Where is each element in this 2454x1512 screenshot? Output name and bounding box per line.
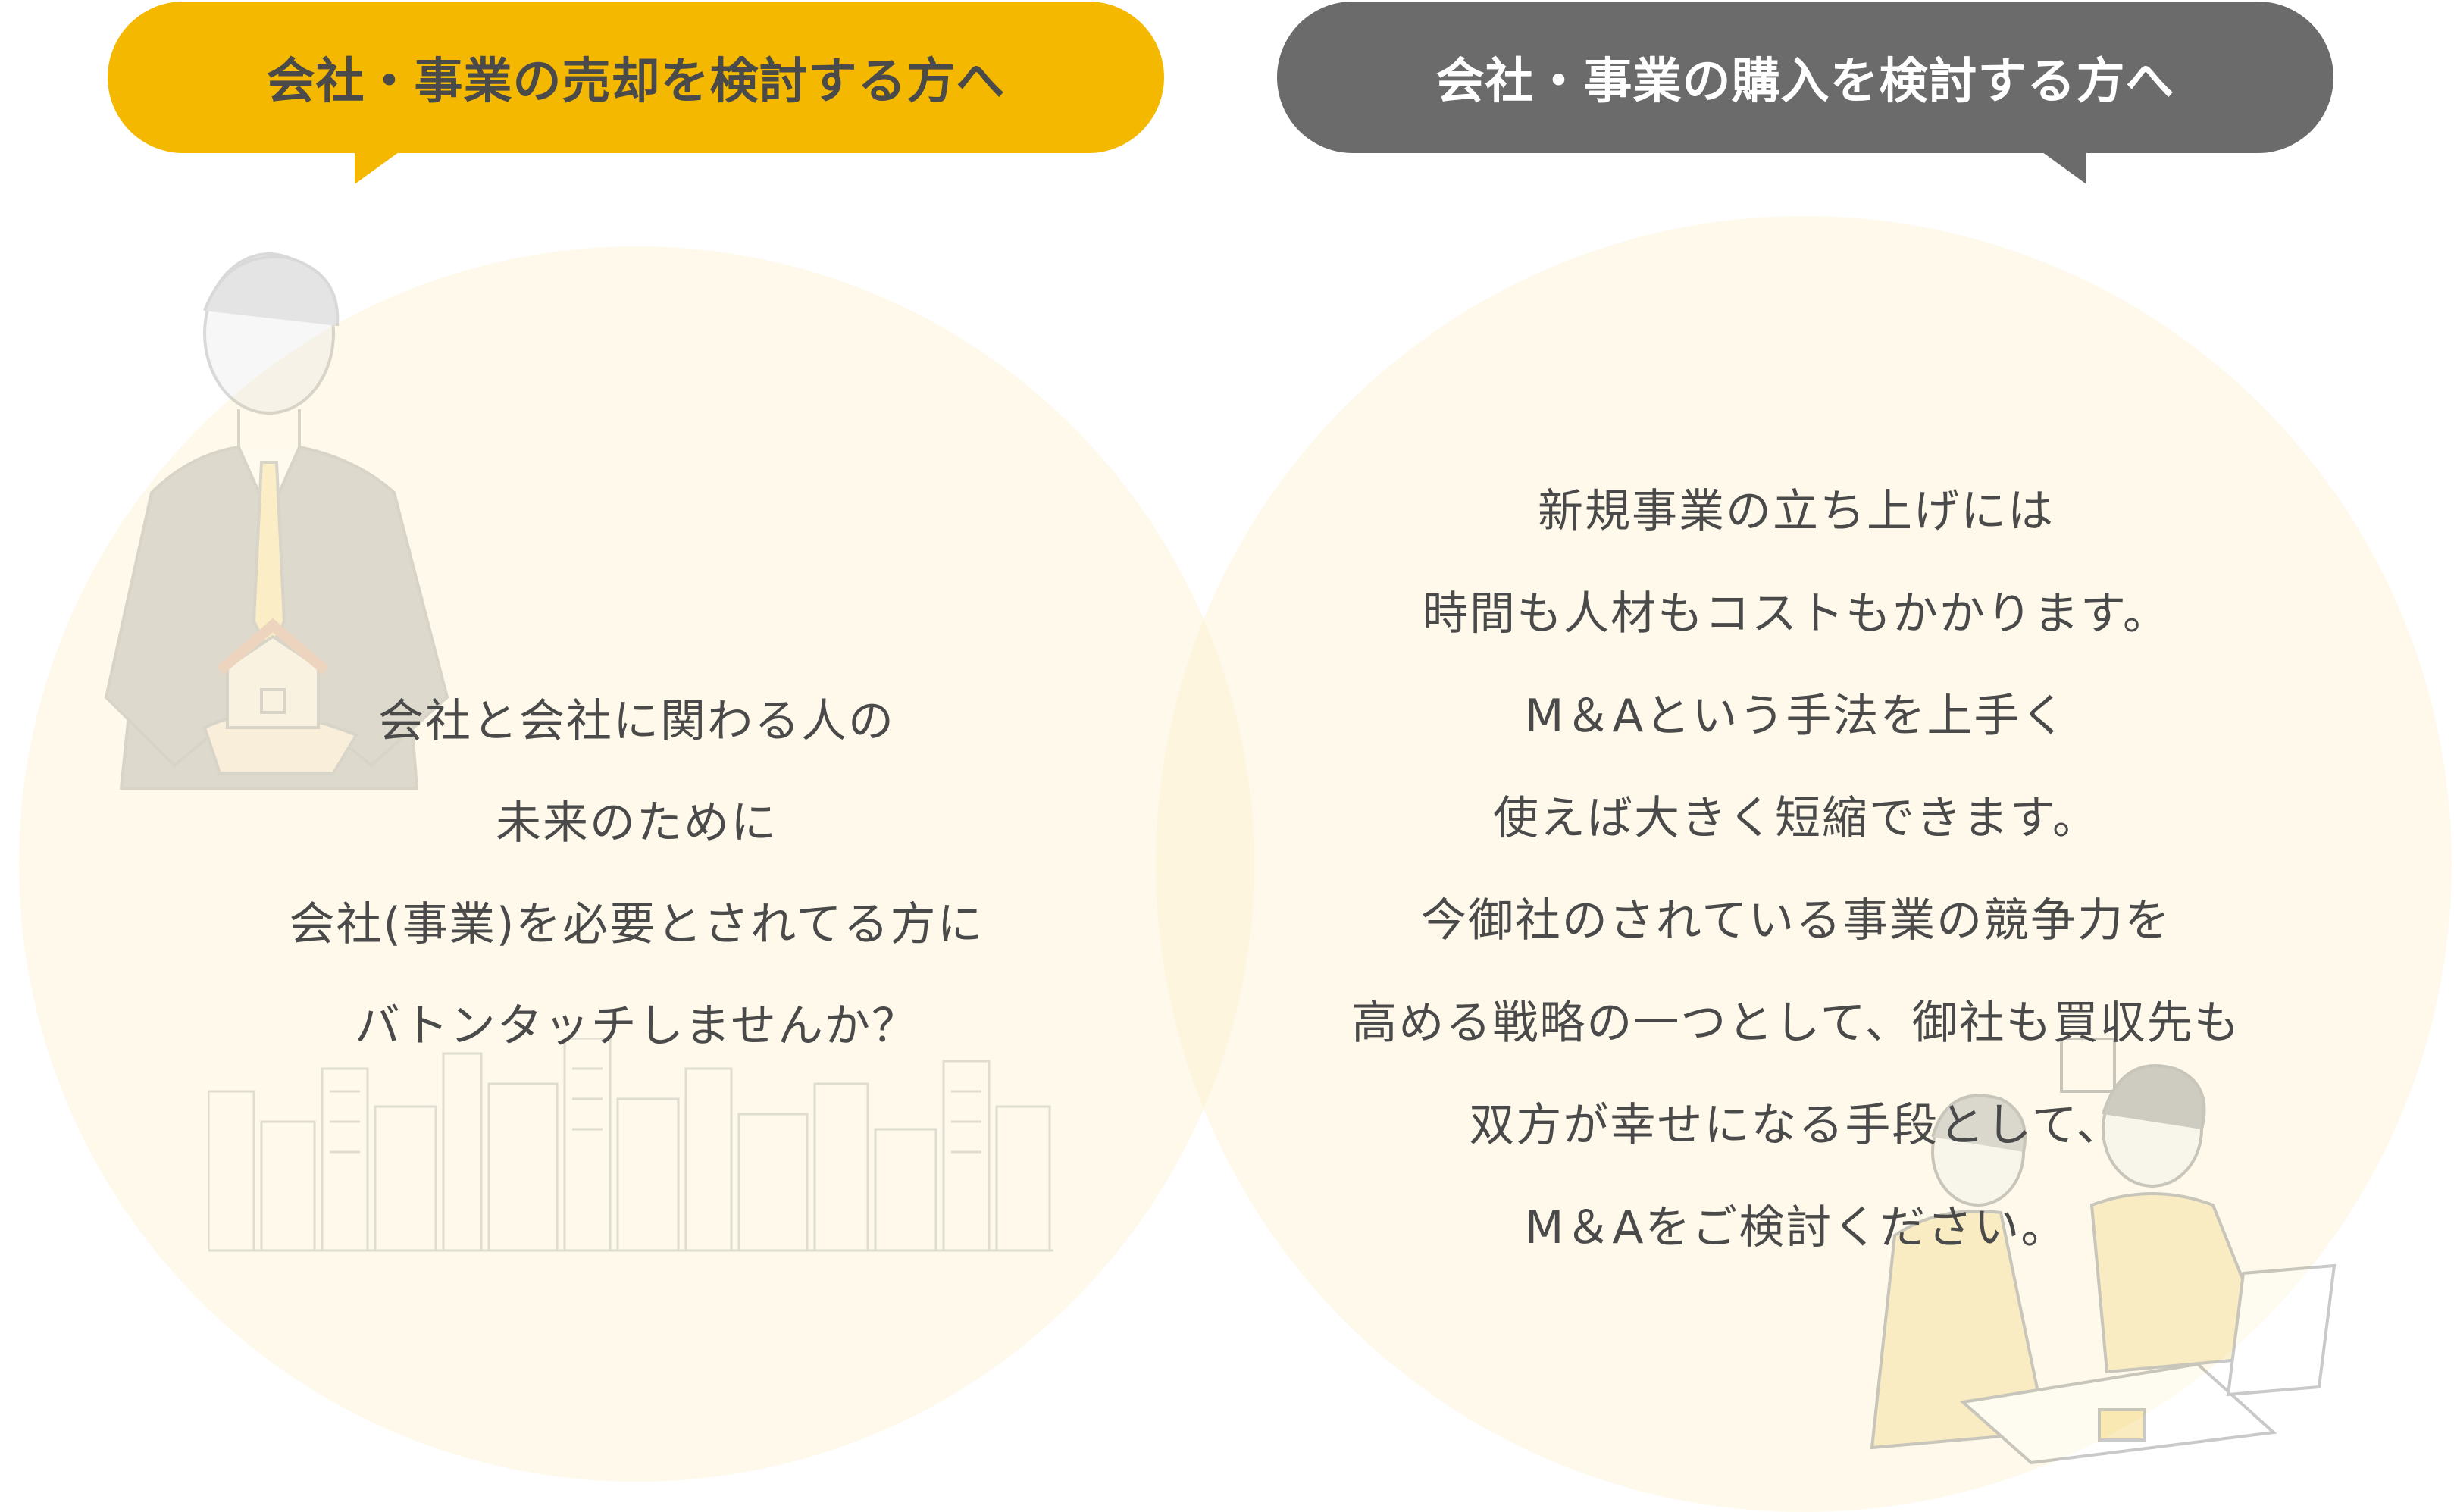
buy-heading-text: 会社・事業の購入を検討する方へ	[1435, 54, 2175, 110]
buy-message-line: M＆Aという手法を上手く	[1524, 690, 2068, 743]
buy-message-line: 使えば大きく短縮できます。	[1493, 792, 2099, 845]
buy-message-line: 今御社のされている事業の競争力を	[1420, 894, 2172, 947]
buy-message-line: 双方が幸せになる手段として、	[1469, 1099, 2124, 1152]
sell-message-line: バトンタッチしませんか？	[355, 1000, 919, 1053]
buy-message-line: M＆Aをご検討ください。	[1524, 1201, 2068, 1254]
sell-background-circle	[19, 246, 1254, 1482]
buy-message: 新規事業の立ち上げには 時間も人材もコストもかかります。 M＆Aという手法を上手…	[1258, 461, 2334, 1279]
couple-illustration	[1870, 1038, 2337, 1465]
buy-message-line: 新規事業の立ち上げには	[1538, 485, 2055, 538]
sell-bubble-tail	[355, 150, 402, 184]
sell-message: 会社と会社に関わる人の 未来のために 会社(事業)を必要とされてる方に バトンタ…	[182, 671, 1091, 1077]
sell-message-line: 会社と会社に関わる人の	[378, 695, 895, 748]
businessman-illustration	[104, 252, 449, 790]
sell-heading-bubble: 会社・事業の売却を検討する方へ	[108, 2, 1164, 153]
sell-message-line: 会社(事業)を必要とされてる方に	[289, 898, 984, 951]
buy-heading-bubble: 会社・事業の購入を検討する方へ	[1277, 2, 2333, 153]
buy-message-line: 高める戦略の一つとして、御社も買収先も	[1351, 997, 2241, 1050]
city-skyline-illustration	[208, 1038, 1053, 1252]
buy-bubble-tail	[2039, 150, 2086, 184]
sell-message-line: 未来のために	[496, 797, 778, 850]
buy-background-circle	[1156, 216, 2452, 1512]
buy-message-line: 時間も人材もコストもかかります。	[1423, 587, 2170, 640]
sell-heading-text: 会社・事業の売却を検討する方へ	[266, 54, 1006, 110]
